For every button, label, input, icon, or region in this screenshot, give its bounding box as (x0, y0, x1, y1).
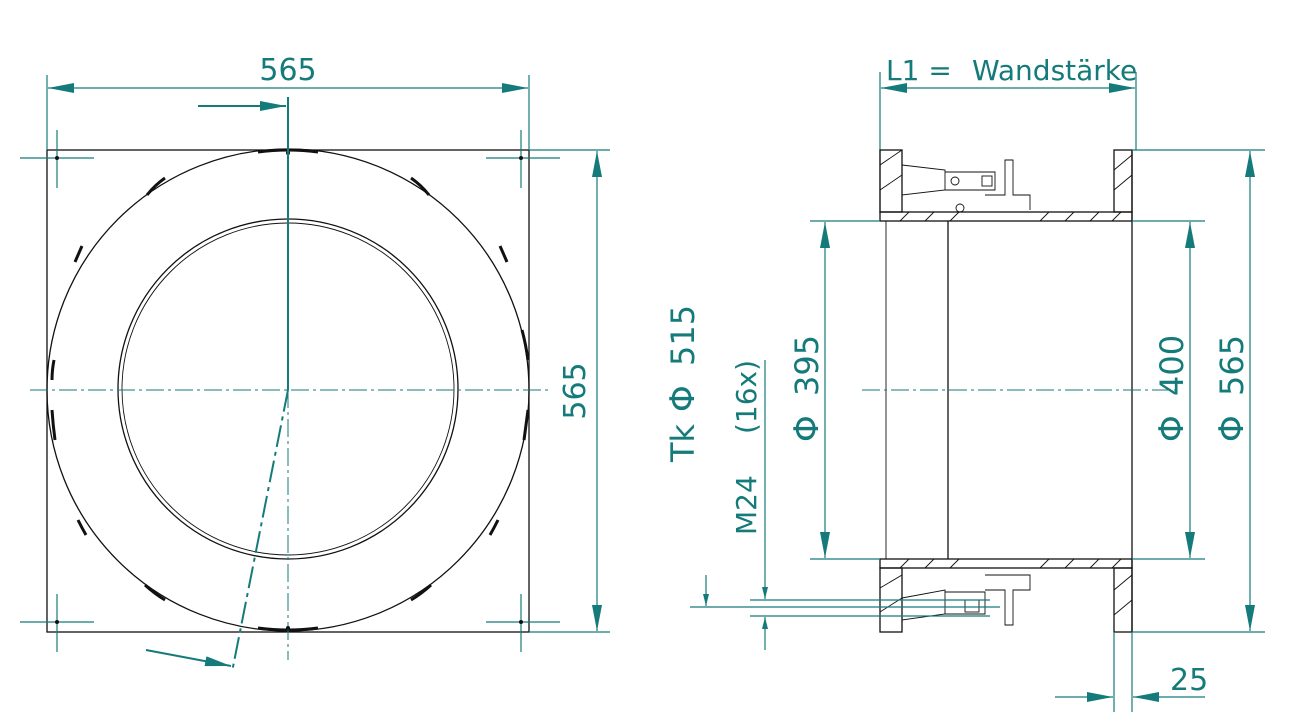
wall-label: Wandstärke (972, 54, 1137, 87)
pipe-dia-symbol: Φ (1152, 415, 1192, 442)
tk-dia-symbol: Φ (663, 385, 703, 412)
flange-right-top (1113, 149, 1133, 213)
bolt-thread-text: M24 (730, 475, 763, 535)
thickness-dimension-text: 25 (1170, 663, 1208, 698)
flange-dia-symbol: Φ (1212, 415, 1252, 442)
bolt-count-text: (16x) (730, 360, 763, 434)
bolt-lugs (50, 148, 530, 632)
pipe-hatching (899, 211, 1122, 569)
tk-dimension-text: 515 (664, 305, 702, 366)
inner-dia-symbol: Φ (787, 415, 827, 442)
height-dimension-text: 565 (558, 362, 593, 419)
section-arrow-bottom (145, 649, 232, 667)
corner-bolt-marks (20, 130, 560, 652)
flange-hatching (1113, 154, 1133, 616)
wall-anchor-top (879, 149, 1031, 213)
wall-label-prefix: L1 = (886, 54, 952, 87)
flange-dimension-text: 565 (1213, 335, 1251, 396)
pipe-dimension-text: 400 (1153, 335, 1191, 396)
tk-label: Tk (664, 423, 702, 463)
section-line-lower (231, 389, 289, 673)
side-view: L1 = Wandstärke (663, 54, 1265, 712)
inner-dimension-text: 395 (788, 335, 826, 396)
width-dimension-text: 565 (259, 53, 316, 88)
front-view: 565 565 (20, 53, 610, 673)
